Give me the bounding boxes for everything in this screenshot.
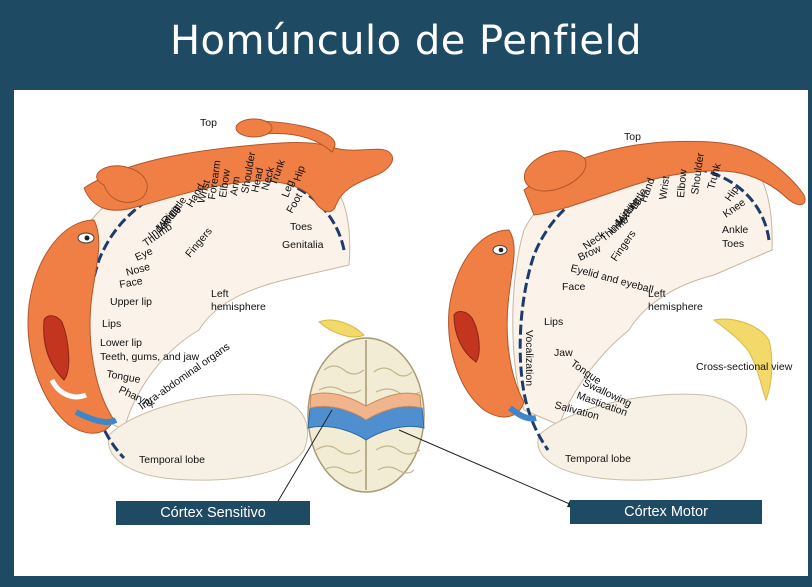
cross-section-shape-lower [714, 319, 772, 400]
sensory-hemisphere-label-1: Left [211, 288, 229, 300]
sensory-temporal-label: Temporal lobe [139, 454, 205, 466]
motor-body-label-6: Elbow [675, 168, 689, 198]
page-title: Homúnculo de Penfield [0, 18, 812, 64]
sensory-body-label-1: Toes [290, 221, 312, 233]
motor-body-label-24: Vocalization [523, 330, 535, 386]
sensory-hemisphere-label-2: hemisphere [211, 301, 266, 313]
sensory-temporal-lobe [108, 394, 307, 480]
sensory-homunculus-foot [236, 119, 272, 137]
cross-section-label: Cross-sectional view [696, 361, 793, 373]
cross-section-shape-upper [319, 320, 364, 337]
motor-body-label-19: Jaw [554, 347, 573, 359]
motor-body-label-18: Lips [544, 316, 563, 328]
motor-body-label-17: Face [562, 281, 586, 293]
motor-body-label-1: Ankle [722, 224, 748, 236]
motor-temporal-label: Temporal lobe [565, 453, 631, 465]
sensory-body-label-22: Upper lip [110, 296, 152, 308]
motor-top-label: Top [624, 131, 641, 143]
sensory-top-label: Top [200, 117, 217, 129]
motor-cortex-caption: Córtex Motor [570, 500, 762, 524]
sensory-body-label-25: Teeth, gums, and jaw [100, 351, 200, 363]
title-bar: Homúnculo de Penfield [0, 0, 812, 88]
sensory-cortex-caption: Córtex Sensitivo [116, 501, 310, 525]
motor-hemisphere-label-2: hemisphere [648, 301, 703, 313]
sensory-body-label-0: Genitalia [282, 239, 324, 251]
sensory-body-label-23: Lips [102, 318, 121, 330]
motor-body-label-0: Toes [722, 238, 744, 250]
diagram-canvas: Top Left hemisphere Temporal lobe Genita… [14, 90, 808, 576]
sensory-body-label-24: Lower lip [100, 337, 142, 349]
